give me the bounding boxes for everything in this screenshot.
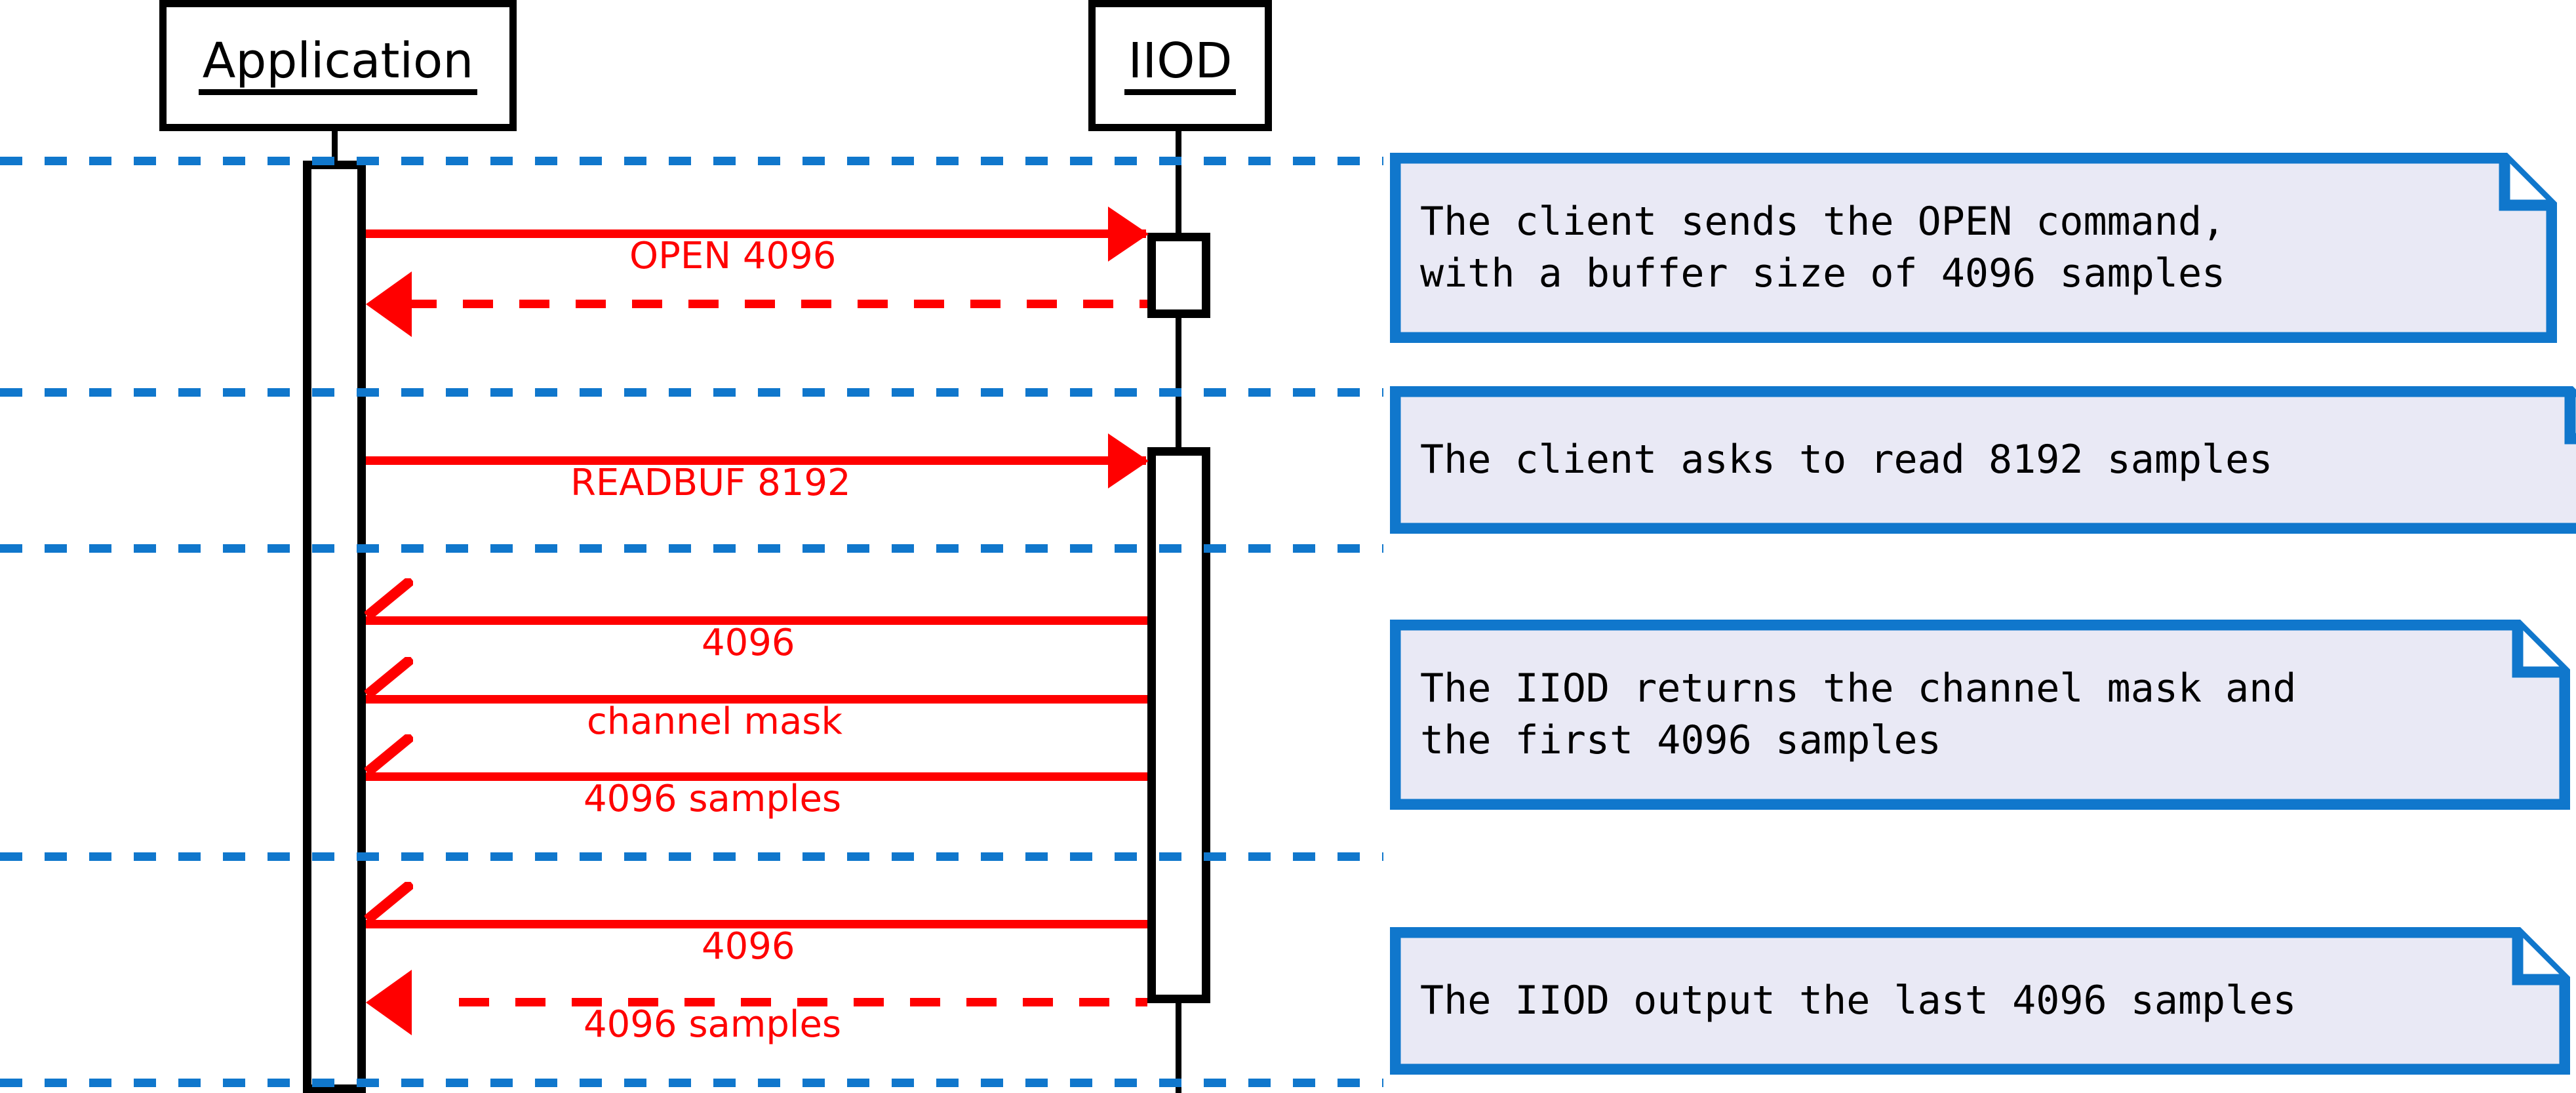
note-last-shape <box>1390 927 2570 1075</box>
note-mask-shape <box>1390 620 2570 810</box>
lifeline-application <box>332 131 338 164</box>
message-ret-4096-a-label: 4096 <box>702 622 795 664</box>
participant-iiod-label: IIOD <box>1124 37 1237 95</box>
message-channel-mask-arrowhead <box>365 657 413 700</box>
separator-3 <box>0 544 1383 553</box>
note-mask-text: The IIOD returns the channel mask and th… <box>1420 665 2297 763</box>
message-readbuf-8192-label: READBUF 8192 <box>570 462 851 504</box>
message-open-4096-line <box>366 229 1146 238</box>
lifeline-iiod-top <box>1176 131 1181 236</box>
activation-application <box>303 161 366 1093</box>
message-ret-4096-b-arrowhead <box>365 882 413 924</box>
note-readbuf[interactable]: The client asks to read 8192 samples <box>1390 386 2576 534</box>
separator-1 <box>0 157 1383 165</box>
message-ret-4096-b-label: 4096 <box>702 925 795 968</box>
separator-4 <box>0 852 1383 861</box>
participant-iiod[interactable]: IIOD <box>1088 0 1272 131</box>
separator-5 <box>0 1079 1383 1087</box>
note-open[interactable]: The client sends the OPEN command, with … <box>1390 153 2557 343</box>
note-last[interactable]: The IIOD output the last 4096 samples <box>1390 927 2570 1075</box>
message-4096-samples-arrowhead <box>365 734 413 777</box>
note-last-text: The IIOD output the last 4096 samples <box>1420 977 2297 1023</box>
participant-application-label: Application <box>198 37 478 95</box>
lifeline-iiod-bottom-dashed <box>1176 1023 1181 1093</box>
message-open-return-line <box>406 300 1147 308</box>
participant-application[interactable]: Application <box>159 0 517 131</box>
message-ret-4096-a-line <box>366 616 1147 625</box>
note-readbuf-shape <box>1390 386 2576 534</box>
message-readbuf-8192-arrowhead <box>1108 433 1149 488</box>
message-4096-samples-2-line <box>459 998 1147 1006</box>
message-ret-4096-b-line <box>366 920 1147 928</box>
message-4096-samples-line <box>366 772 1147 781</box>
message-open-4096-label: OPEN 4096 <box>629 235 837 277</box>
separator-2 <box>0 388 1383 397</box>
message-channel-mask-label: channel mask <box>587 700 842 743</box>
message-open-return-arrowhead <box>366 271 412 337</box>
message-open-4096-arrowhead <box>1108 207 1149 262</box>
lifeline-iiod-mid-dashed <box>1176 319 1181 447</box>
message-4096-samples-label: 4096 samples <box>584 778 842 820</box>
note-open-shape <box>1390 153 2557 343</box>
message-channel-mask-line <box>366 695 1147 704</box>
message-ret-4096-a-arrowhead <box>365 578 413 621</box>
note-open-text: The client sends the OPEN command, with … <box>1420 198 2226 296</box>
message-4096-samples-2-label: 4096 samples <box>584 1003 842 1046</box>
message-4096-samples-2-arrowhead <box>366 970 412 1035</box>
note-mask[interactable]: The IIOD returns the channel mask and th… <box>1390 620 2570 810</box>
note-readbuf-text: The client asks to read 8192 samples <box>1420 436 2273 483</box>
message-readbuf-8192-line <box>366 456 1146 465</box>
activation-iiod-open <box>1147 233 1210 318</box>
activation-iiod-readbuf <box>1147 447 1210 1003</box>
